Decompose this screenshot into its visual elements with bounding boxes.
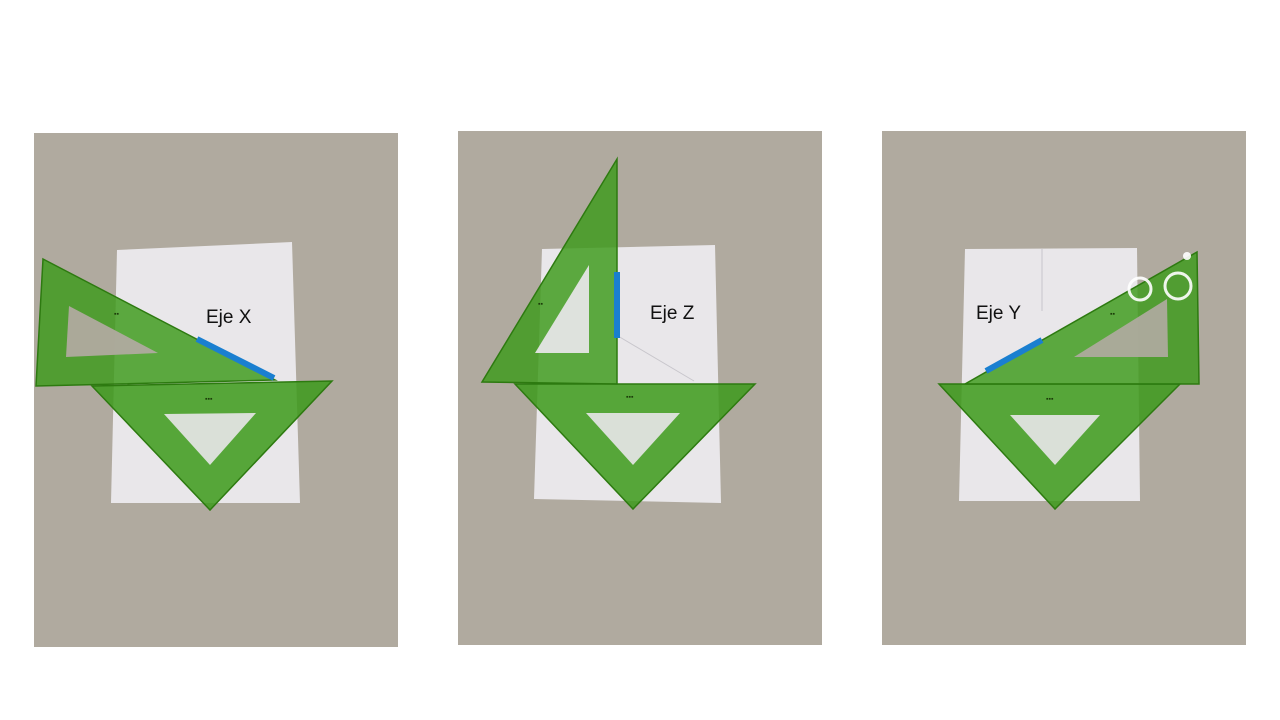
set-square-45-cutout bbox=[586, 413, 680, 465]
glare-reflection bbox=[1183, 252, 1191, 260]
set-square-30-60-cutout bbox=[1074, 299, 1168, 357]
set-squares-illustration-y: ▪▪▪ ▪▪ bbox=[937, 248, 1200, 511]
photo-panel-eje-x: ▪▪▪ ▪▪ Eje X bbox=[34, 133, 398, 647]
brand-mark: ▪▪▪ bbox=[205, 396, 213, 403]
set-squares-illustration-z: ▪▪▪ ▪▪ bbox=[480, 156, 757, 511]
set-square-30-60-cutout bbox=[66, 306, 158, 357]
brand-mark: ▪▪ bbox=[1110, 311, 1115, 318]
axis-label-x: Eje X bbox=[206, 307, 252, 328]
brand-mark: ▪▪▪ bbox=[1046, 396, 1054, 403]
photo-panel-eje-y: ▪▪▪ ▪▪ Eje Y bbox=[882, 131, 1246, 645]
glare-reflection bbox=[1127, 276, 1153, 302]
set-squares-illustration-x: ▪▪▪ ▪▪ bbox=[35, 242, 334, 512]
brand-mark: ▪▪ bbox=[114, 311, 119, 318]
axis-label-y: Eje Y bbox=[976, 303, 1022, 324]
brand-mark: ▪▪ bbox=[538, 301, 543, 308]
axis-label-z: Eje Z bbox=[650, 303, 695, 324]
set-square-45-cutout bbox=[1010, 415, 1100, 465]
photo-panel-eje-z: ▪▪▪ ▪▪ Eje Z bbox=[458, 131, 822, 645]
axis-marker-x bbox=[195, 336, 276, 381]
brand-mark: ▪▪▪ bbox=[626, 394, 634, 401]
glare-reflection bbox=[1163, 271, 1193, 301]
set-square-45-cutout bbox=[164, 413, 256, 465]
set-square-30-60-cutout bbox=[535, 265, 589, 353]
axis-marker-y bbox=[984, 337, 1044, 374]
fold-line bbox=[617, 335, 695, 382]
